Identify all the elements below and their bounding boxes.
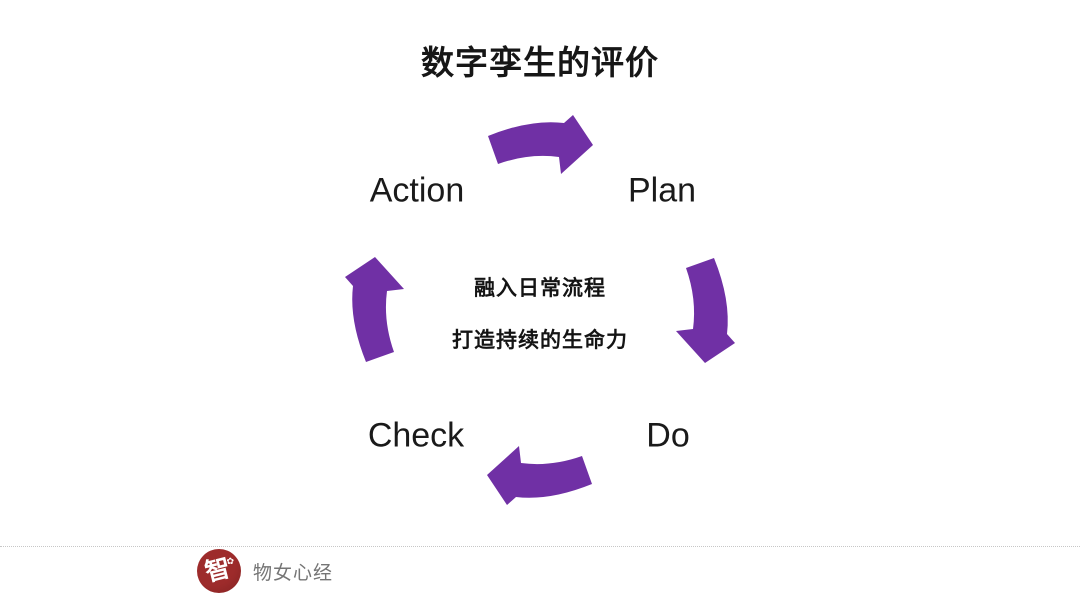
cycle-caption: 融入日常流程 打造持续的生命力 [452,272,628,354]
cycle-caption-line-2: 打造持续的生命力 [452,329,628,352]
arrow-plan-to-do-icon [676,258,735,363]
stage-label-action: Action [369,171,465,210]
footer-divider [0,546,1080,547]
brand-name: 物女心经 [253,562,334,584]
arrow-action-to-plan-icon [488,115,593,174]
flower-icon: ✿ [226,556,234,566]
brand-logo: 智 ✿ [197,549,241,593]
page-title: 数字孪生的评价 [421,44,659,81]
stage-label-do: Do [646,416,690,455]
cycle-caption-line-1: 融入日常流程 [474,277,606,300]
stage-label-check: Check [367,416,465,455]
stage-label-plan: Plan [627,171,697,210]
arrow-check-to-action-icon [345,257,404,362]
arrow-do-to-check-icon [487,446,592,505]
footer-brand: 智 ✿ 物女心经 [197,549,333,593]
